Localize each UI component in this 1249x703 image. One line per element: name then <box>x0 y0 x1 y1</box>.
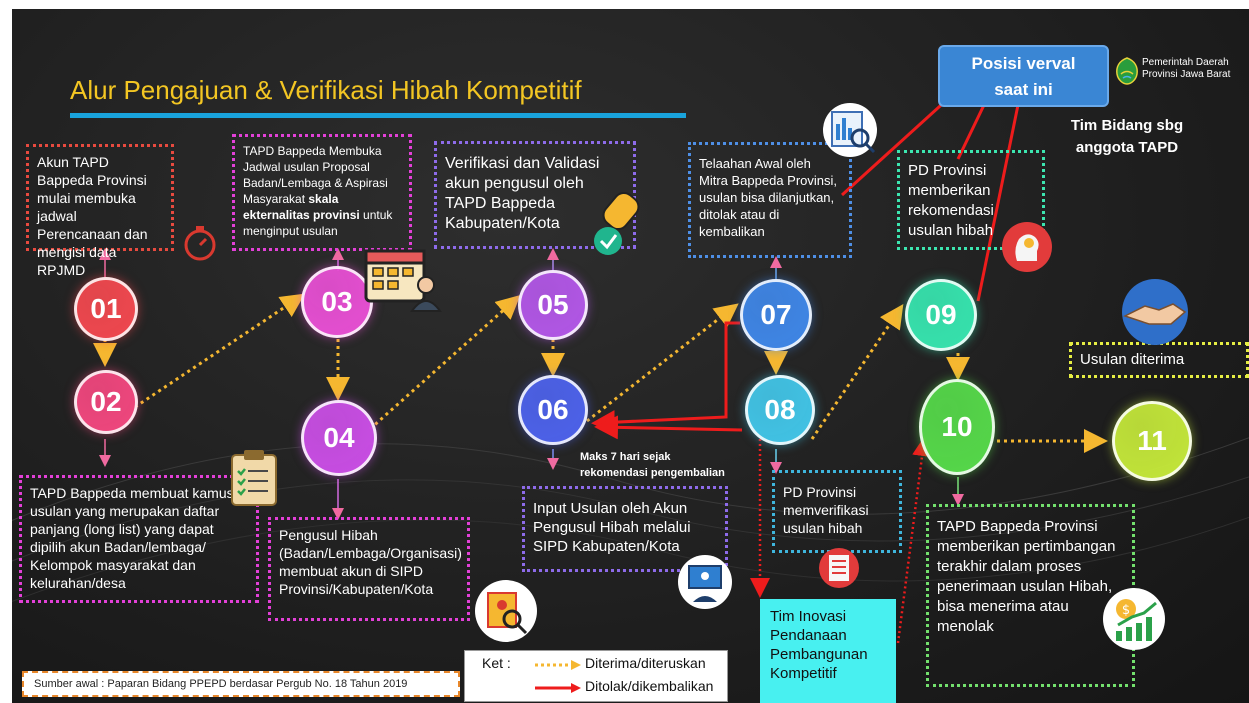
tim-bidang-label: Tim Bidang sbg anggota TAPD <box>1070 117 1184 156</box>
profile-search-icon <box>475 580 537 642</box>
step-11-box: Usulan diterima <box>1069 342 1249 378</box>
step-10-box: TAPD Bappeda Provinsi memberikan pertimb… <box>926 504 1135 687</box>
posisi-verval-callout: Posisi verval saat ini <box>938 45 1109 107</box>
step-02-node: 02 <box>74 370 138 434</box>
stamp-check-icon <box>594 191 640 255</box>
source-note: Sumber awal : Paparan Bidang PPEPD berda… <box>22 671 460 697</box>
maks-7-hari-note: Maks 7 hari sejak rekomendasi pengembali… <box>580 451 725 479</box>
clock-icon <box>184 226 216 261</box>
step-02-box: TAPD Bappeda membuat kamus usulan yang m… <box>19 475 259 603</box>
legend-rejected-label: Ditolak/dikembalikan <box>585 678 714 694</box>
step-05-box: Verifikasi dan Validasi akun pengusul ol… <box>434 141 636 249</box>
step-08-node: 08 <box>745 375 815 445</box>
step-08-box: PD Provinsi memverifikasi usulan hibah <box>772 470 902 553</box>
step-09-node: 09 <box>905 279 977 351</box>
step-01-box: Akun TAPD Bappeda Provinsi mulai membuka… <box>26 144 174 278</box>
step-03-text-a: TAPD Bappeda Membuka Jadwal usulan Propo… <box>243 144 388 206</box>
step-06-node: 06 <box>518 375 588 445</box>
legend-box: Ket : Diterima/diteruskan Ditolak/dikemb… <box>464 650 728 702</box>
step-03-text-c: untuk menginput usulan <box>243 208 393 238</box>
step-07-box: Telaahan Awal oleh Mitra Bappeda Provins… <box>688 142 852 258</box>
step-03-text-bold: skala ekternalitas provinsi <box>243 192 360 222</box>
computer-user-icon <box>678 555 732 609</box>
legend-label: Ket : <box>482 655 511 671</box>
money-growth-icon: $ <box>1103 588 1165 650</box>
step-04-box: Pengusul Hibah (Badan/Lembaga/Organisasi… <box>268 517 470 621</box>
document-list-icon <box>819 548 859 588</box>
svg-text:$: $ <box>1122 603 1130 618</box>
title-underline <box>70 113 686 118</box>
step-03-box: TAPD Bappeda Membuka Jadwal usulan Propo… <box>232 134 412 251</box>
legend-rejected-arrow <box>535 683 581 693</box>
step-04-node: 04 <box>301 400 377 476</box>
clipboard-checklist-icon <box>231 450 277 506</box>
step-01-node: 01 <box>74 277 138 341</box>
legend-accepted-arrow <box>535 660 581 670</box>
calendar-person-icon <box>364 249 442 312</box>
idea-head-icon <box>1002 222 1052 272</box>
jabar-logo-icon <box>1116 57 1138 85</box>
handshake-icon <box>1122 279 1188 345</box>
report-analysis-icon <box>823 103 877 157</box>
step-11-node: 11 <box>1112 401 1192 481</box>
step-07-node: 07 <box>740 279 812 351</box>
step-09-box: PD Provinsi memberikan rekomendasi usula… <box>897 150 1045 250</box>
flow-connectors <box>12 95 1249 644</box>
page-title: Alur Pengajuan & Verifikasi Hibah Kompet… <box>70 75 582 105</box>
step-05-node: 05 <box>518 270 588 340</box>
diagram-canvas: Alur Pengajuan & Verifikasi Hibah Kompet… <box>12 9 1249 703</box>
step-03-node: 03 <box>301 266 373 338</box>
step-06-box: Input Usulan oleh Akun Pengusul Hibah me… <box>522 486 728 572</box>
pemda-label: Pemerintah Daerah Provinsi Jawa Barat <box>1142 57 1231 80</box>
tim-inovasi-box: Tim Inovasi Pendanaan Pembangunan Kompet… <box>760 599 896 703</box>
step-10-node: 10 <box>919 379 995 475</box>
legend-accepted-label: Diterima/diteruskan <box>585 655 706 671</box>
